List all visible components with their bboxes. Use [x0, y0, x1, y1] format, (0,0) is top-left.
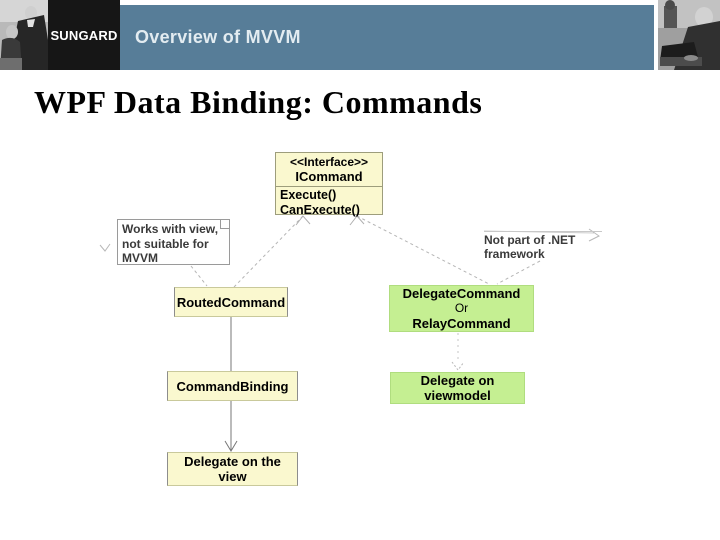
delegate-on-viewmodel-box: Delegate on viewmodel — [390, 372, 525, 404]
connector-icommand-routedcommand — [233, 215, 304, 288]
icommand-stereotype: <<Interface>> — [289, 155, 369, 169]
delegate-on-view-line: view — [218, 469, 247, 484]
connector-netnote-delegatecommand — [496, 260, 541, 285]
delegatecommand-label: DelegateCommand — [402, 286, 521, 301]
commandbinding-box: CommandBinding — [167, 371, 298, 401]
note-line: MVVM — [122, 251, 158, 265]
note-line: not suitable for — [122, 236, 209, 251]
icommand-method-canexecute: CanExecute() — [280, 203, 360, 217]
delegate-on-viewmodel-line: viewmodel — [424, 388, 491, 403]
not-part-of-net-note: Not part of .NET framework — [484, 231, 602, 263]
or-label: Or — [454, 301, 469, 315]
worksnote-arrow-mark-icon — [99, 243, 111, 252]
people-photo-image — [0, 0, 48, 70]
delegate-on-view-line: Delegate on the — [184, 454, 281, 469]
note-line: Works with view, — [122, 222, 219, 236]
connector-icommand-delegatecommand — [356, 215, 490, 285]
note-line: Not part of .NET — [484, 233, 576, 247]
icommand-header: <<Interface>> ICommand — [276, 153, 382, 187]
icommand-method-execute: Execute() — [280, 188, 337, 202]
note-fold-corner-icon — [220, 220, 229, 229]
icommand-interface-box: <<Interface>> ICommand Execute() CanExec… — [275, 152, 383, 218]
header-photo-people — [0, 0, 48, 70]
relaycommand-label: RelayCommand — [412, 316, 511, 331]
note-line: framework — [484, 246, 545, 261]
sungard-logo: SUNGARD — [50, 27, 118, 43]
down-arrowhead-icon — [224, 440, 238, 452]
routedcommand-label: RoutedCommand — [176, 294, 286, 310]
sungard-logo-box: SUNGARD — [48, 0, 120, 70]
header-photo-laptop — [658, 0, 720, 70]
icommand-methods: Execute() CanExecute() — [276, 187, 382, 218]
commandbinding-label: CommandBinding — [176, 378, 289, 394]
connector-worksnote-routedcommand — [190, 265, 208, 287]
laptop-photo-image — [658, 0, 720, 70]
header-title: Overview of MVVM — [135, 27, 301, 47]
dotted-down-arrowhead-icon — [451, 361, 465, 371]
delegate-on-view-box: Delegate on the view — [167, 452, 298, 486]
delegatecommand-box: DelegateCommand Or RelayCommand — [389, 285, 534, 332]
header-title-bar: Overview of MVVM — [120, 5, 654, 70]
delegate-on-viewmodel-line: Delegate on — [420, 373, 495, 388]
slide-title: WPF Data Binding: Commands — [34, 84, 483, 120]
routedcommand-box: RoutedCommand — [174, 287, 288, 317]
icommand-name: ICommand — [295, 169, 363, 184]
works-with-view-note: Works with view, not suitable for MVVM — [117, 219, 230, 265]
